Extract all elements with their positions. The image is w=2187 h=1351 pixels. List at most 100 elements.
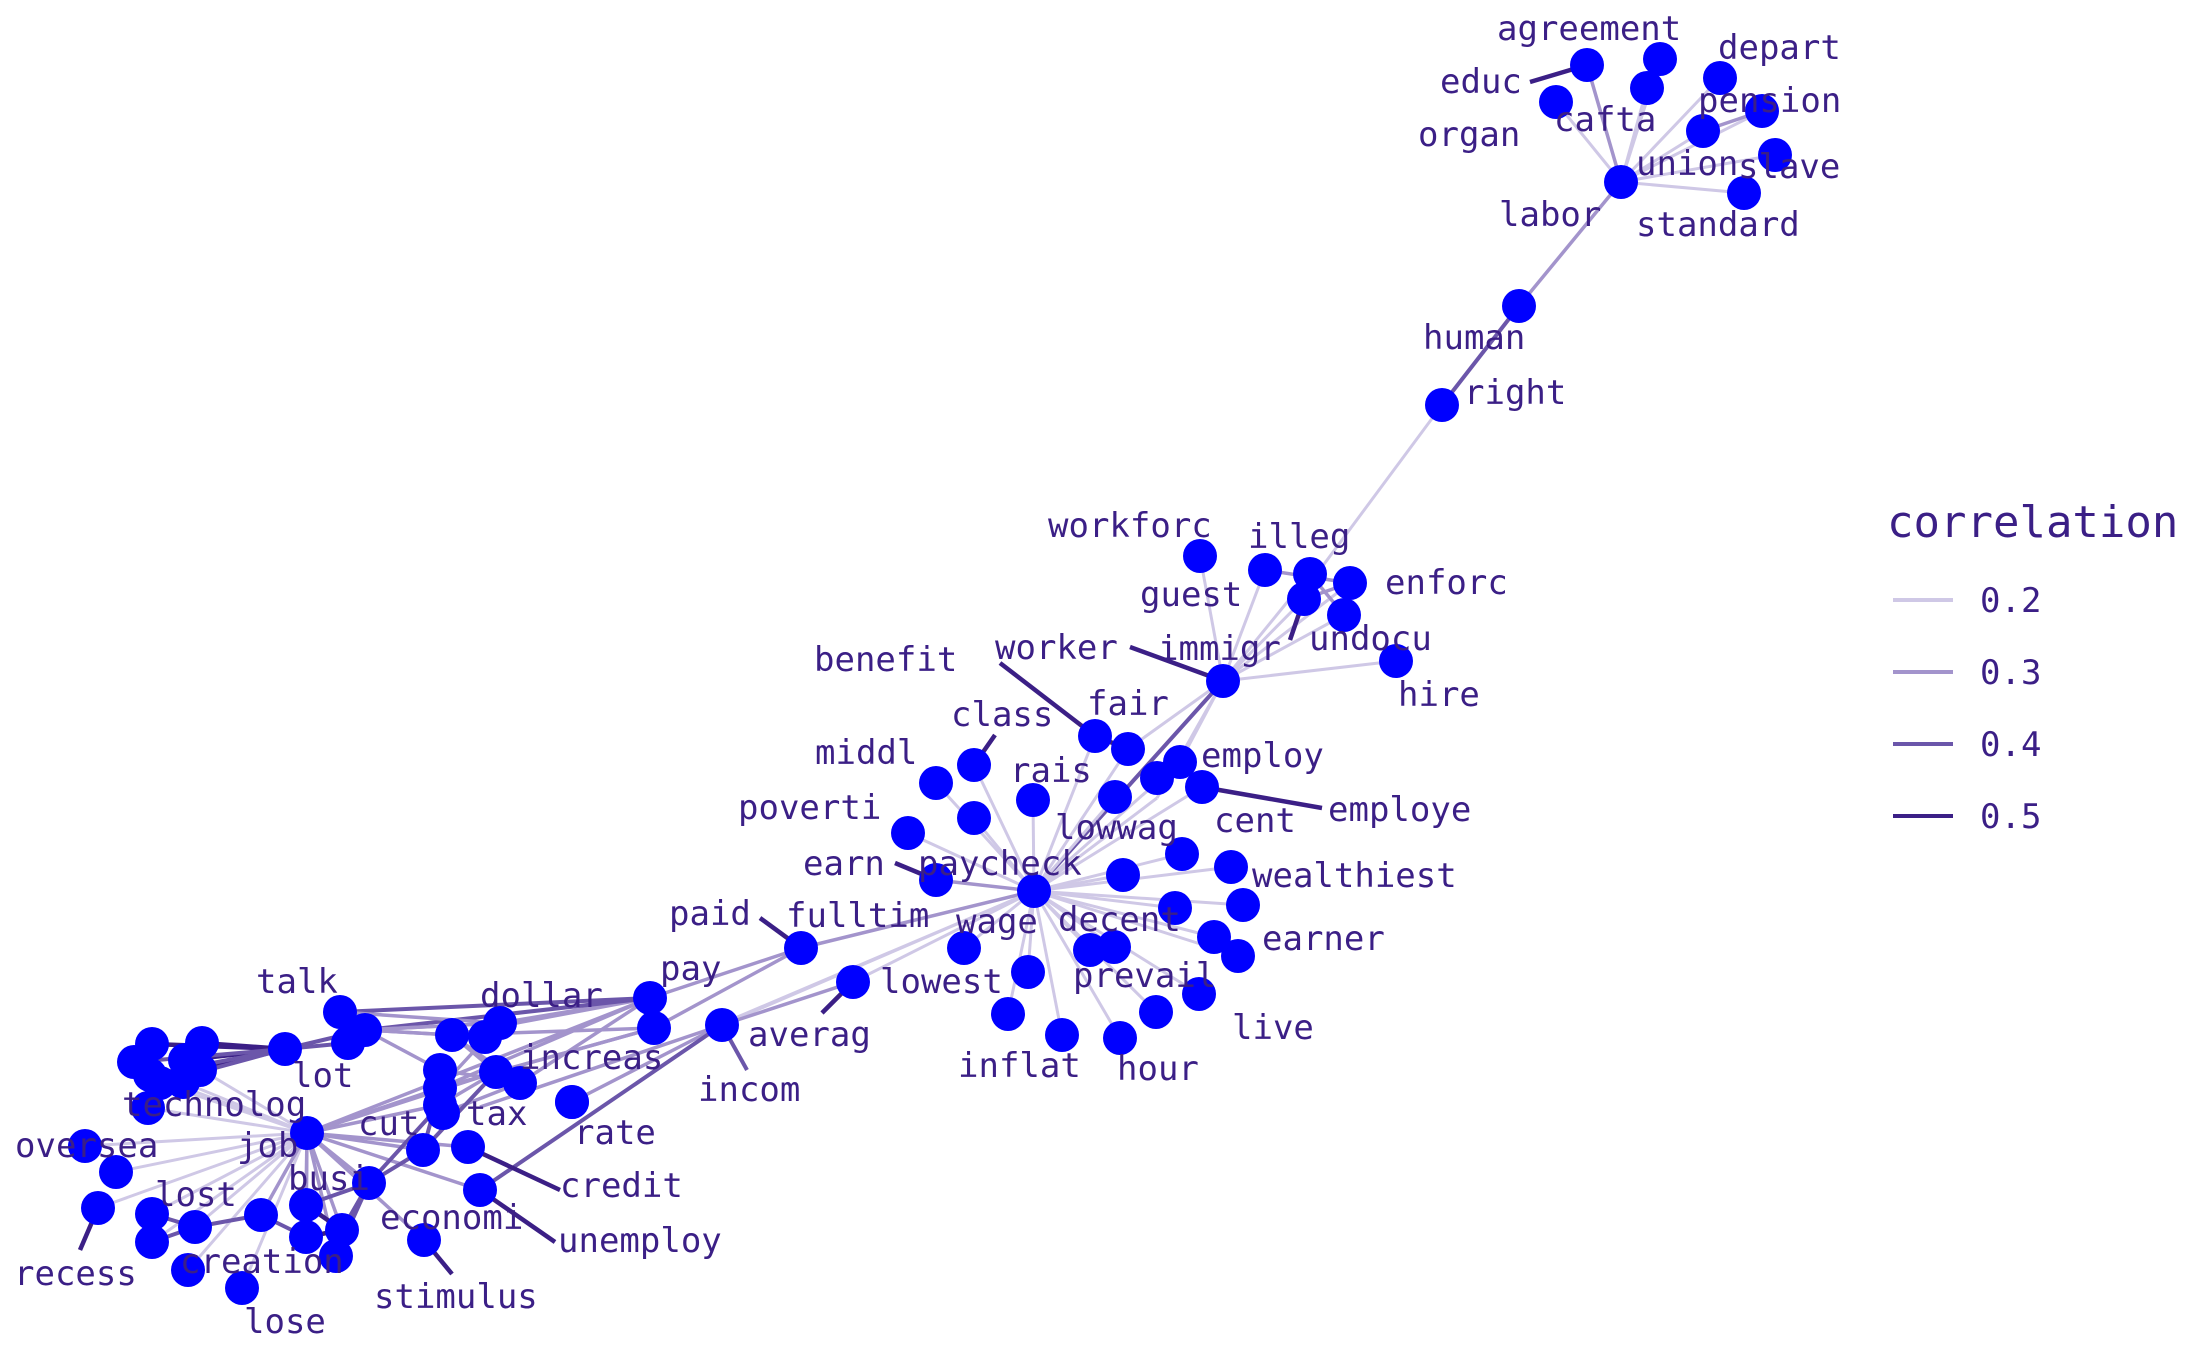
node (1604, 165, 1638, 199)
node (1287, 582, 1321, 616)
node-label: hire (1398, 675, 1480, 715)
node (1686, 114, 1720, 148)
node (1078, 719, 1112, 753)
node (555, 1085, 589, 1119)
node (1248, 553, 1282, 587)
node (633, 981, 667, 1015)
node-label: paid (669, 894, 751, 934)
node (1139, 995, 1173, 1029)
node (503, 1066, 537, 1100)
node-label: slave (1738, 147, 1840, 187)
node-label: economi (380, 1198, 523, 1238)
node (784, 931, 818, 965)
legend-label: 0.3 (1980, 653, 2041, 693)
node (919, 766, 953, 800)
node (1016, 783, 1050, 817)
node-label: creation (180, 1242, 344, 1282)
node (1098, 780, 1132, 814)
node-label: dollar (480, 976, 603, 1016)
node-label: wealthiest (1252, 856, 1457, 896)
node (957, 748, 991, 782)
node-label: poverti (738, 788, 881, 828)
node-label: unemploy (558, 1221, 722, 1261)
node (290, 1116, 324, 1150)
node-label: immigr (1158, 629, 1281, 669)
legend-title: correlation (1887, 497, 2178, 548)
node-label: rais (1010, 751, 1092, 791)
node (1103, 1021, 1137, 1055)
node (166, 1065, 200, 1099)
node (1643, 42, 1677, 76)
node (1425, 388, 1459, 422)
node (1045, 1018, 1079, 1052)
node-label: stimulus (374, 1277, 538, 1317)
node (1758, 138, 1792, 172)
node-label: rate (574, 1113, 656, 1153)
node (1111, 732, 1145, 766)
node (1158, 891, 1192, 925)
node-label: employe (1328, 790, 1471, 830)
legend-label: 0.2 (1980, 581, 2041, 621)
node-label: job (237, 1126, 298, 1166)
node-label: workforc (1048, 506, 1212, 546)
node-label: earn (803, 844, 885, 884)
node-label: middl (815, 733, 917, 773)
node-label: pension (1698, 81, 1841, 121)
node-label: increas (520, 1038, 663, 1078)
node (331, 1026, 365, 1060)
node (1221, 939, 1255, 973)
node-label: cut (358, 1104, 419, 1144)
legend-label: 0.4 (1980, 725, 2041, 765)
node (325, 1213, 359, 1247)
node (1630, 71, 1664, 105)
nodes (68, 42, 1792, 1305)
node (1226, 888, 1260, 922)
node (1183, 539, 1217, 573)
node-label: tax (466, 1094, 527, 1134)
node-label: guest (1140, 575, 1242, 615)
node (268, 1032, 302, 1066)
legend: correlation 0.2 0.3 0.4 0.5 (1887, 497, 2178, 837)
node-label: averag (748, 1015, 871, 1055)
node-label: lot (292, 1056, 353, 1096)
node (1214, 850, 1248, 884)
node (1011, 955, 1045, 989)
node-label: pay (660, 949, 721, 989)
node-label: illeg (1248, 517, 1350, 557)
node-label: organ (1418, 115, 1520, 155)
node (323, 995, 357, 1029)
node (406, 1133, 440, 1167)
node (68, 1129, 102, 1163)
node-label: decent (1058, 900, 1181, 940)
node-label: technolog (122, 1085, 306, 1125)
node (836, 965, 870, 999)
node (1197, 920, 1231, 954)
node-label: educ (1440, 62, 1522, 102)
node (1745, 94, 1779, 128)
node-label: recess (14, 1254, 137, 1294)
node-label: earner (1262, 919, 1385, 959)
node (468, 1020, 502, 1054)
node (319, 1239, 353, 1273)
node (891, 816, 925, 850)
labels: agreement educ depart organ cafta pensio… (14, 9, 1841, 1342)
node-label: lost (155, 1175, 237, 1215)
node-label: paycheck (918, 844, 1082, 884)
node (352, 1166, 386, 1200)
node (81, 1191, 115, 1225)
node-label: talk (256, 962, 338, 1002)
node-label: credit (560, 1166, 683, 1206)
node-label: prevail (1073, 956, 1216, 996)
node-label: human (1423, 318, 1525, 358)
node (426, 1096, 460, 1130)
node-label: live (1232, 1008, 1314, 1048)
node (1182, 977, 1216, 1011)
node (171, 1253, 205, 1287)
node (1502, 289, 1536, 323)
node-label: union (1636, 144, 1738, 184)
node-label: oversea (15, 1126, 158, 1166)
node (135, 1197, 169, 1231)
node-label: inflat (958, 1046, 1081, 1086)
node-label: lose (244, 1302, 326, 1342)
